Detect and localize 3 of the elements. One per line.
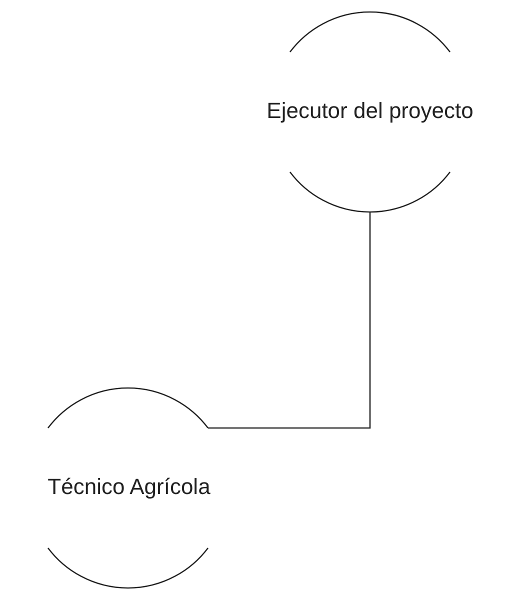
node-label: Técnico Agrícola	[46, 474, 212, 500]
connector-line	[208, 212, 371, 429]
node-label: Ejecutor del proyecto	[266, 98, 474, 124]
